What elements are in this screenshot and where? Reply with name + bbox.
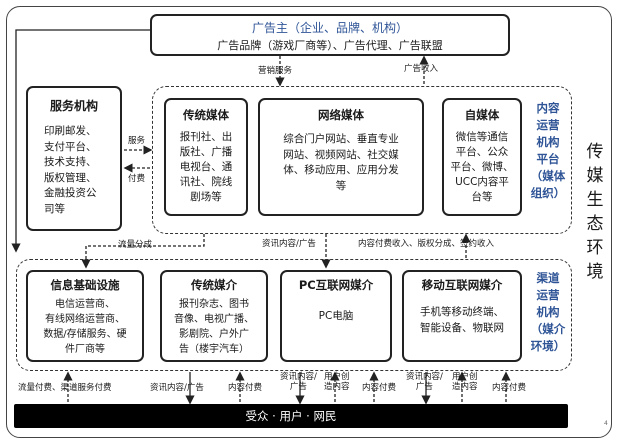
network-media-box: 网络媒体 综合门户网站、垂直专业 网站、视频网站、社交媒 体、移动应用、应用分发… bbox=[258, 98, 424, 216]
traffic-share-label: 流量分成 bbox=[118, 240, 153, 250]
ecosystem-frame bbox=[6, 6, 612, 438]
content-ads-label: 资讯内容/广告 bbox=[262, 239, 316, 249]
traditional-media-title: 传统媒体 bbox=[183, 108, 229, 122]
network-media-title: 网络媒体 bbox=[318, 108, 364, 122]
traditional-vehicle-box: 传统媒介 报刊杂志、图书 音像、电视广播、 影剧院、户外广 告（楼宇汽车） bbox=[160, 270, 268, 362]
traffic-fee-label: 流量付费、渠道服务付费 bbox=[18, 383, 112, 393]
pc-vehicle-title: PC互联网媒介 bbox=[298, 278, 374, 292]
marketing-service-label: 营销服务 bbox=[258, 66, 293, 76]
traditional-vehicle-title: 传统媒介 bbox=[191, 278, 237, 292]
content-operator-label: 内容 运营 机构 平台 （媒体 组织） bbox=[530, 101, 566, 200]
advertiser-subtitle: 广告品牌（游戏厂商等）、广告代理、广告联盟 bbox=[217, 39, 443, 52]
traditional-media-body: 报刊社、出 版社、广播 电视台、通 讯社、院线 剧场等 bbox=[179, 131, 233, 203]
content-pay-label-3: 内容付费 bbox=[492, 383, 527, 393]
pc-vehicle-body: PC电脑 bbox=[318, 310, 354, 322]
traditional-vehicle-body: 报刊杂志、图书 音像、电视广播、 影剧院、户外广 告（楼宇汽车） bbox=[174, 299, 254, 355]
user-created-label-2: 用户创 造内容 bbox=[452, 372, 478, 392]
channel-operator-group bbox=[16, 259, 572, 371]
audience-label: 受众 · 用户 · 网民 bbox=[245, 409, 337, 423]
ecosystem-label: 传 媒 生 态 环 境 bbox=[586, 142, 604, 282]
service-org-body: 印刷邮发、 支付平台、 技术支持、 版权管理、 金融投资公 司等 bbox=[44, 125, 97, 215]
user-created-label: 用户创 造内容 bbox=[324, 372, 350, 392]
content-pay-label-1: 内容付费 bbox=[228, 383, 263, 393]
mobile-vehicle-box: 移动互联网媒介 手机等移动终端、 智能设备、物联网 bbox=[402, 270, 522, 362]
advertiser-title: 广告主（企业、品牌、机构） bbox=[251, 21, 408, 35]
ad-revenue-label: 广告收入 bbox=[404, 64, 439, 74]
content-fee-income-label: 内容付费收入、版权分成、签约收入 bbox=[358, 239, 495, 249]
mobile-vehicle-body: 手机等移动终端、 智能设备、物联网 bbox=[420, 306, 504, 334]
pay-label: 付费 bbox=[128, 174, 146, 184]
self-media-title: 自媒体 bbox=[464, 108, 500, 122]
service-org-title: 服务机构 bbox=[49, 99, 98, 113]
infrastructure-box: 信息基础设施 电信运营商、 有线网络运营商、 数据/存储服务、硬 件厂商等 bbox=[26, 270, 144, 362]
pc-vehicle-box: PC互联网媒介 PC电脑 bbox=[280, 270, 392, 362]
content-operator-group bbox=[152, 86, 572, 234]
traditional-media-box: 传统媒体 报刊社、出 版社、广播 电视台、通 讯社、院线 剧场等 bbox=[164, 98, 248, 216]
mobile-content-label: 资讯内容/ 广告 bbox=[406, 372, 443, 392]
self-media-body: 微信等通信 平台、公众 平台、微博、 UCC内容平 台等 bbox=[450, 131, 514, 203]
mobile-vehicle-title: 移动互联网媒介 bbox=[421, 278, 503, 292]
advertiser-box: 广告主（企业、品牌、机构） 广告品牌（游戏厂商等）、广告代理、广告联盟 bbox=[150, 14, 510, 56]
content-pay-label-2: 内容付费 bbox=[362, 383, 397, 393]
page-number: 4 bbox=[604, 420, 608, 427]
channel-operator-label: 渠道 运营 机构 （媒介 环境） bbox=[530, 271, 566, 353]
service-org-box: 服务机构 印刷邮发、 支付平台、 技术支持、 版权管理、 金融投资公 司等 bbox=[26, 86, 122, 231]
service-label: 服务 bbox=[128, 136, 146, 146]
infrastructure-body: 电信运营商、 有线网络运营商、 数据/存储服务、硬 件厂商等 bbox=[43, 299, 127, 355]
audience-bar: 受众 · 用户 · 网民 bbox=[14, 404, 568, 428]
network-media-body: 综合门户网站、垂直专业 网站、视频网站、社交媒 体、移动应用、应用分发 等 bbox=[283, 133, 399, 192]
infrastructure-title: 信息基础设施 bbox=[50, 278, 120, 292]
self-media-box: 自媒体 微信等通信 平台、公众 平台、微博、 UCC内容平 台等 bbox=[442, 98, 522, 216]
trad-content-label: 资讯内容/广告 bbox=[150, 383, 204, 393]
pc-content-label: 资讯内容/ 广告 bbox=[280, 372, 317, 392]
